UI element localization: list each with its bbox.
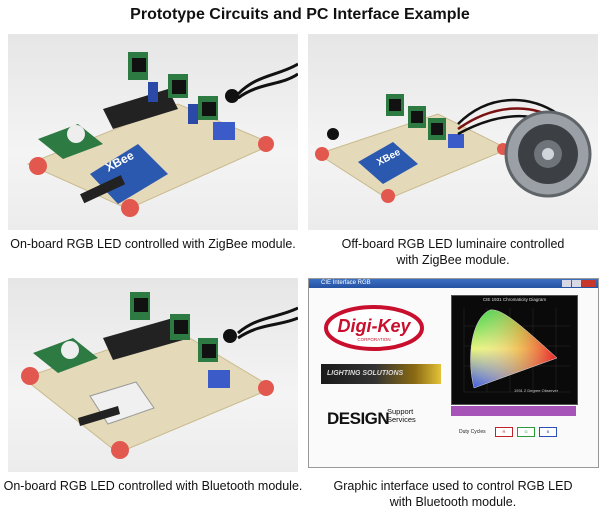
duty-cycles-label: Duty Cycles (459, 429, 486, 435)
maximize-button[interactable] (572, 280, 581, 287)
duty-cycle-green-input[interactable]: G (517, 427, 535, 437)
design-support-text: Support (387, 407, 414, 416)
cie-observer: 1931 2 Degree Observer (514, 388, 559, 393)
design-logo: DESIGN (327, 409, 390, 428)
duty-cycle-blue-input[interactable]: B (539, 427, 557, 437)
close-button[interactable] (582, 280, 596, 287)
digikey-logo: Digi-Key CORPORATION (323, 303, 425, 353)
duty-cycle-red-input[interactable]: R (495, 427, 513, 437)
minimize-button[interactable] (562, 280, 571, 287)
photo-bluetooth-onboard (8, 278, 298, 472)
lighting-solutions-banner: LIGHTING SOLUTIONS (321, 364, 441, 384)
gui-screenshot: CIE Interface RGB Digi-Key CORPORATION L… (308, 278, 599, 468)
design-support-services: Support Services (387, 408, 416, 424)
digikey-sub: CORPORATION (357, 337, 390, 342)
color-preview-bar (451, 406, 576, 416)
caption-1: On-board RGB LED controlled with ZigBee … (10, 237, 296, 251)
design-services-text: Services (387, 415, 416, 424)
cie-chromaticity-diagram[interactable]: CIE 1931 Chromaticity Diagram (451, 295, 578, 405)
photo-zigbee-onboard: XBee (8, 34, 298, 230)
page-title: Prototype Circuits and PC Interface Exam… (130, 6, 470, 23)
window-title: CIE Interface RGB (321, 280, 371, 286)
photo-zigbee-offboard: XBee (308, 34, 598, 230)
caption-3: On-board RGB LED controlled with Bluetoo… (3, 479, 303, 493)
window-titlebar: CIE Interface RGB (309, 279, 598, 288)
caption-4: Graphic interface used to control RGB LE… (333, 479, 573, 509)
digikey-text: Digi-Key (337, 316, 411, 336)
cie-title: CIE 1931 Chromaticity Diagram (482, 297, 547, 302)
caption-2: Off-board RGB LED luminaire controlled w… (341, 237, 565, 267)
